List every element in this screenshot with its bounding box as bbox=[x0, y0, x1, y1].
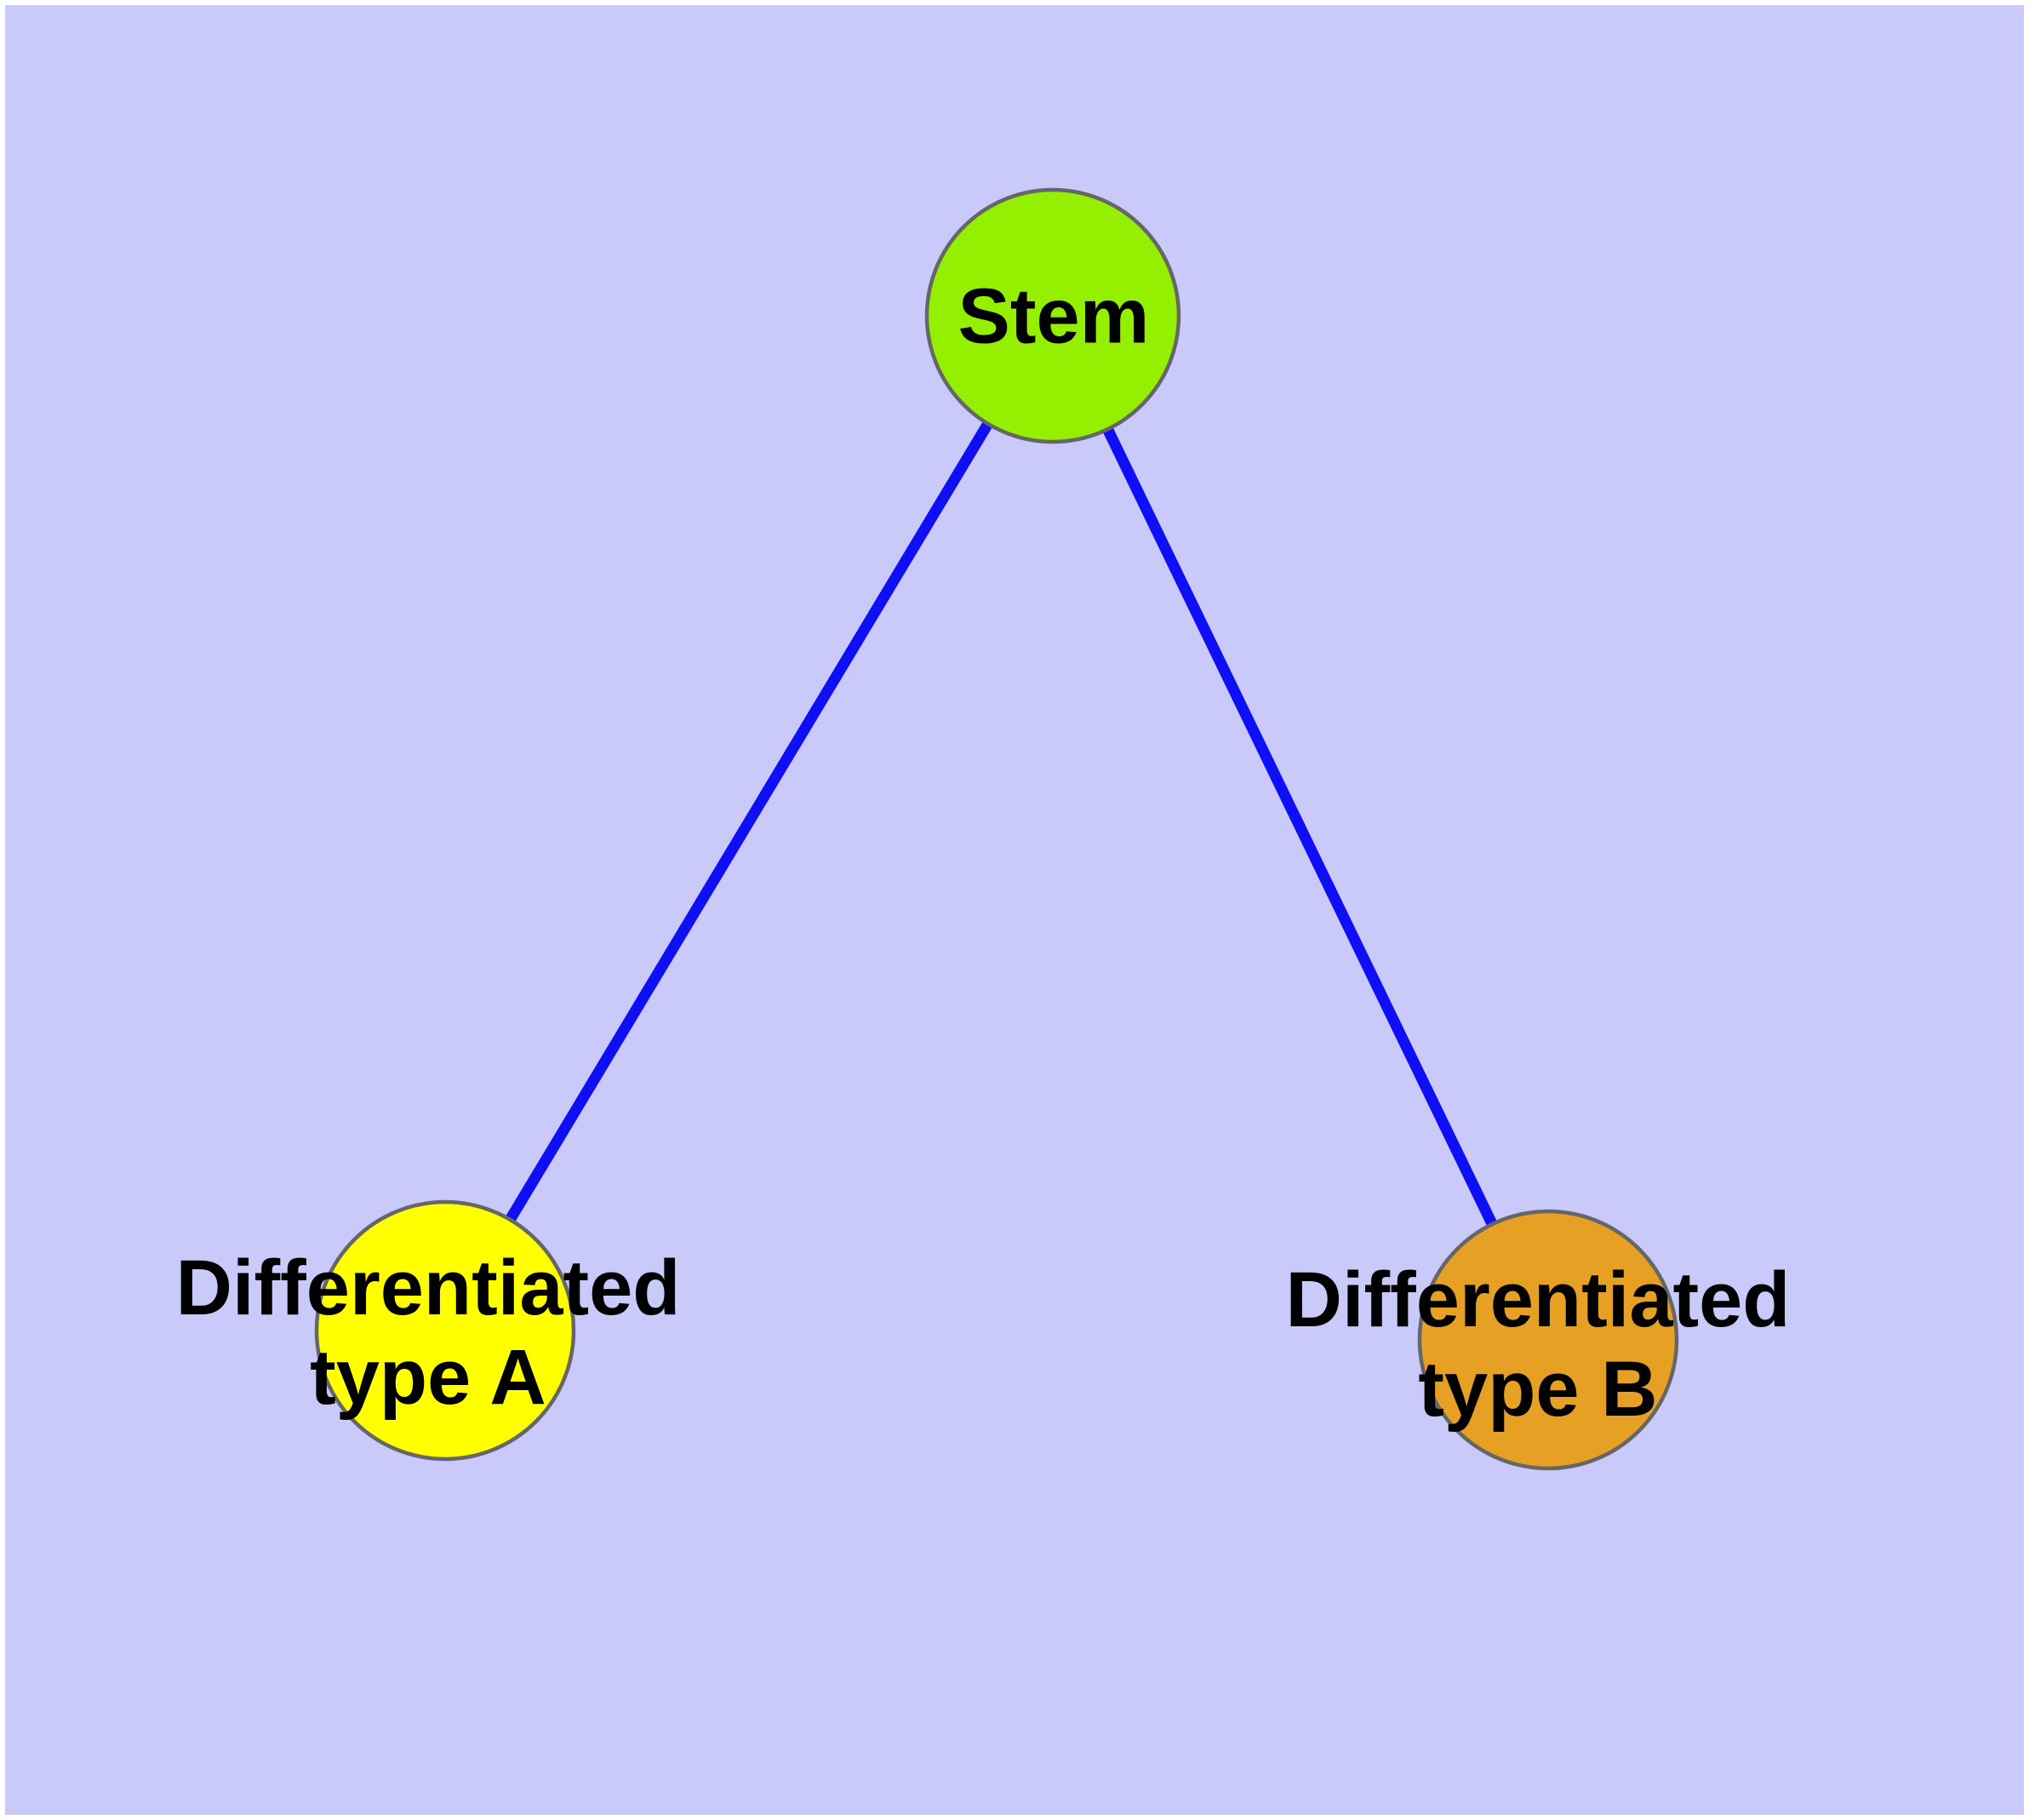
edge-stem-to-type-a bbox=[438, 312, 1058, 1334]
edge-stem-to-type-b bbox=[1048, 313, 1553, 1342]
node-type-a-circle[interactable] bbox=[314, 1199, 576, 1462]
node-type-b-circle[interactable] bbox=[1417, 1209, 1679, 1471]
node-stem-circle[interactable] bbox=[924, 187, 1181, 444]
